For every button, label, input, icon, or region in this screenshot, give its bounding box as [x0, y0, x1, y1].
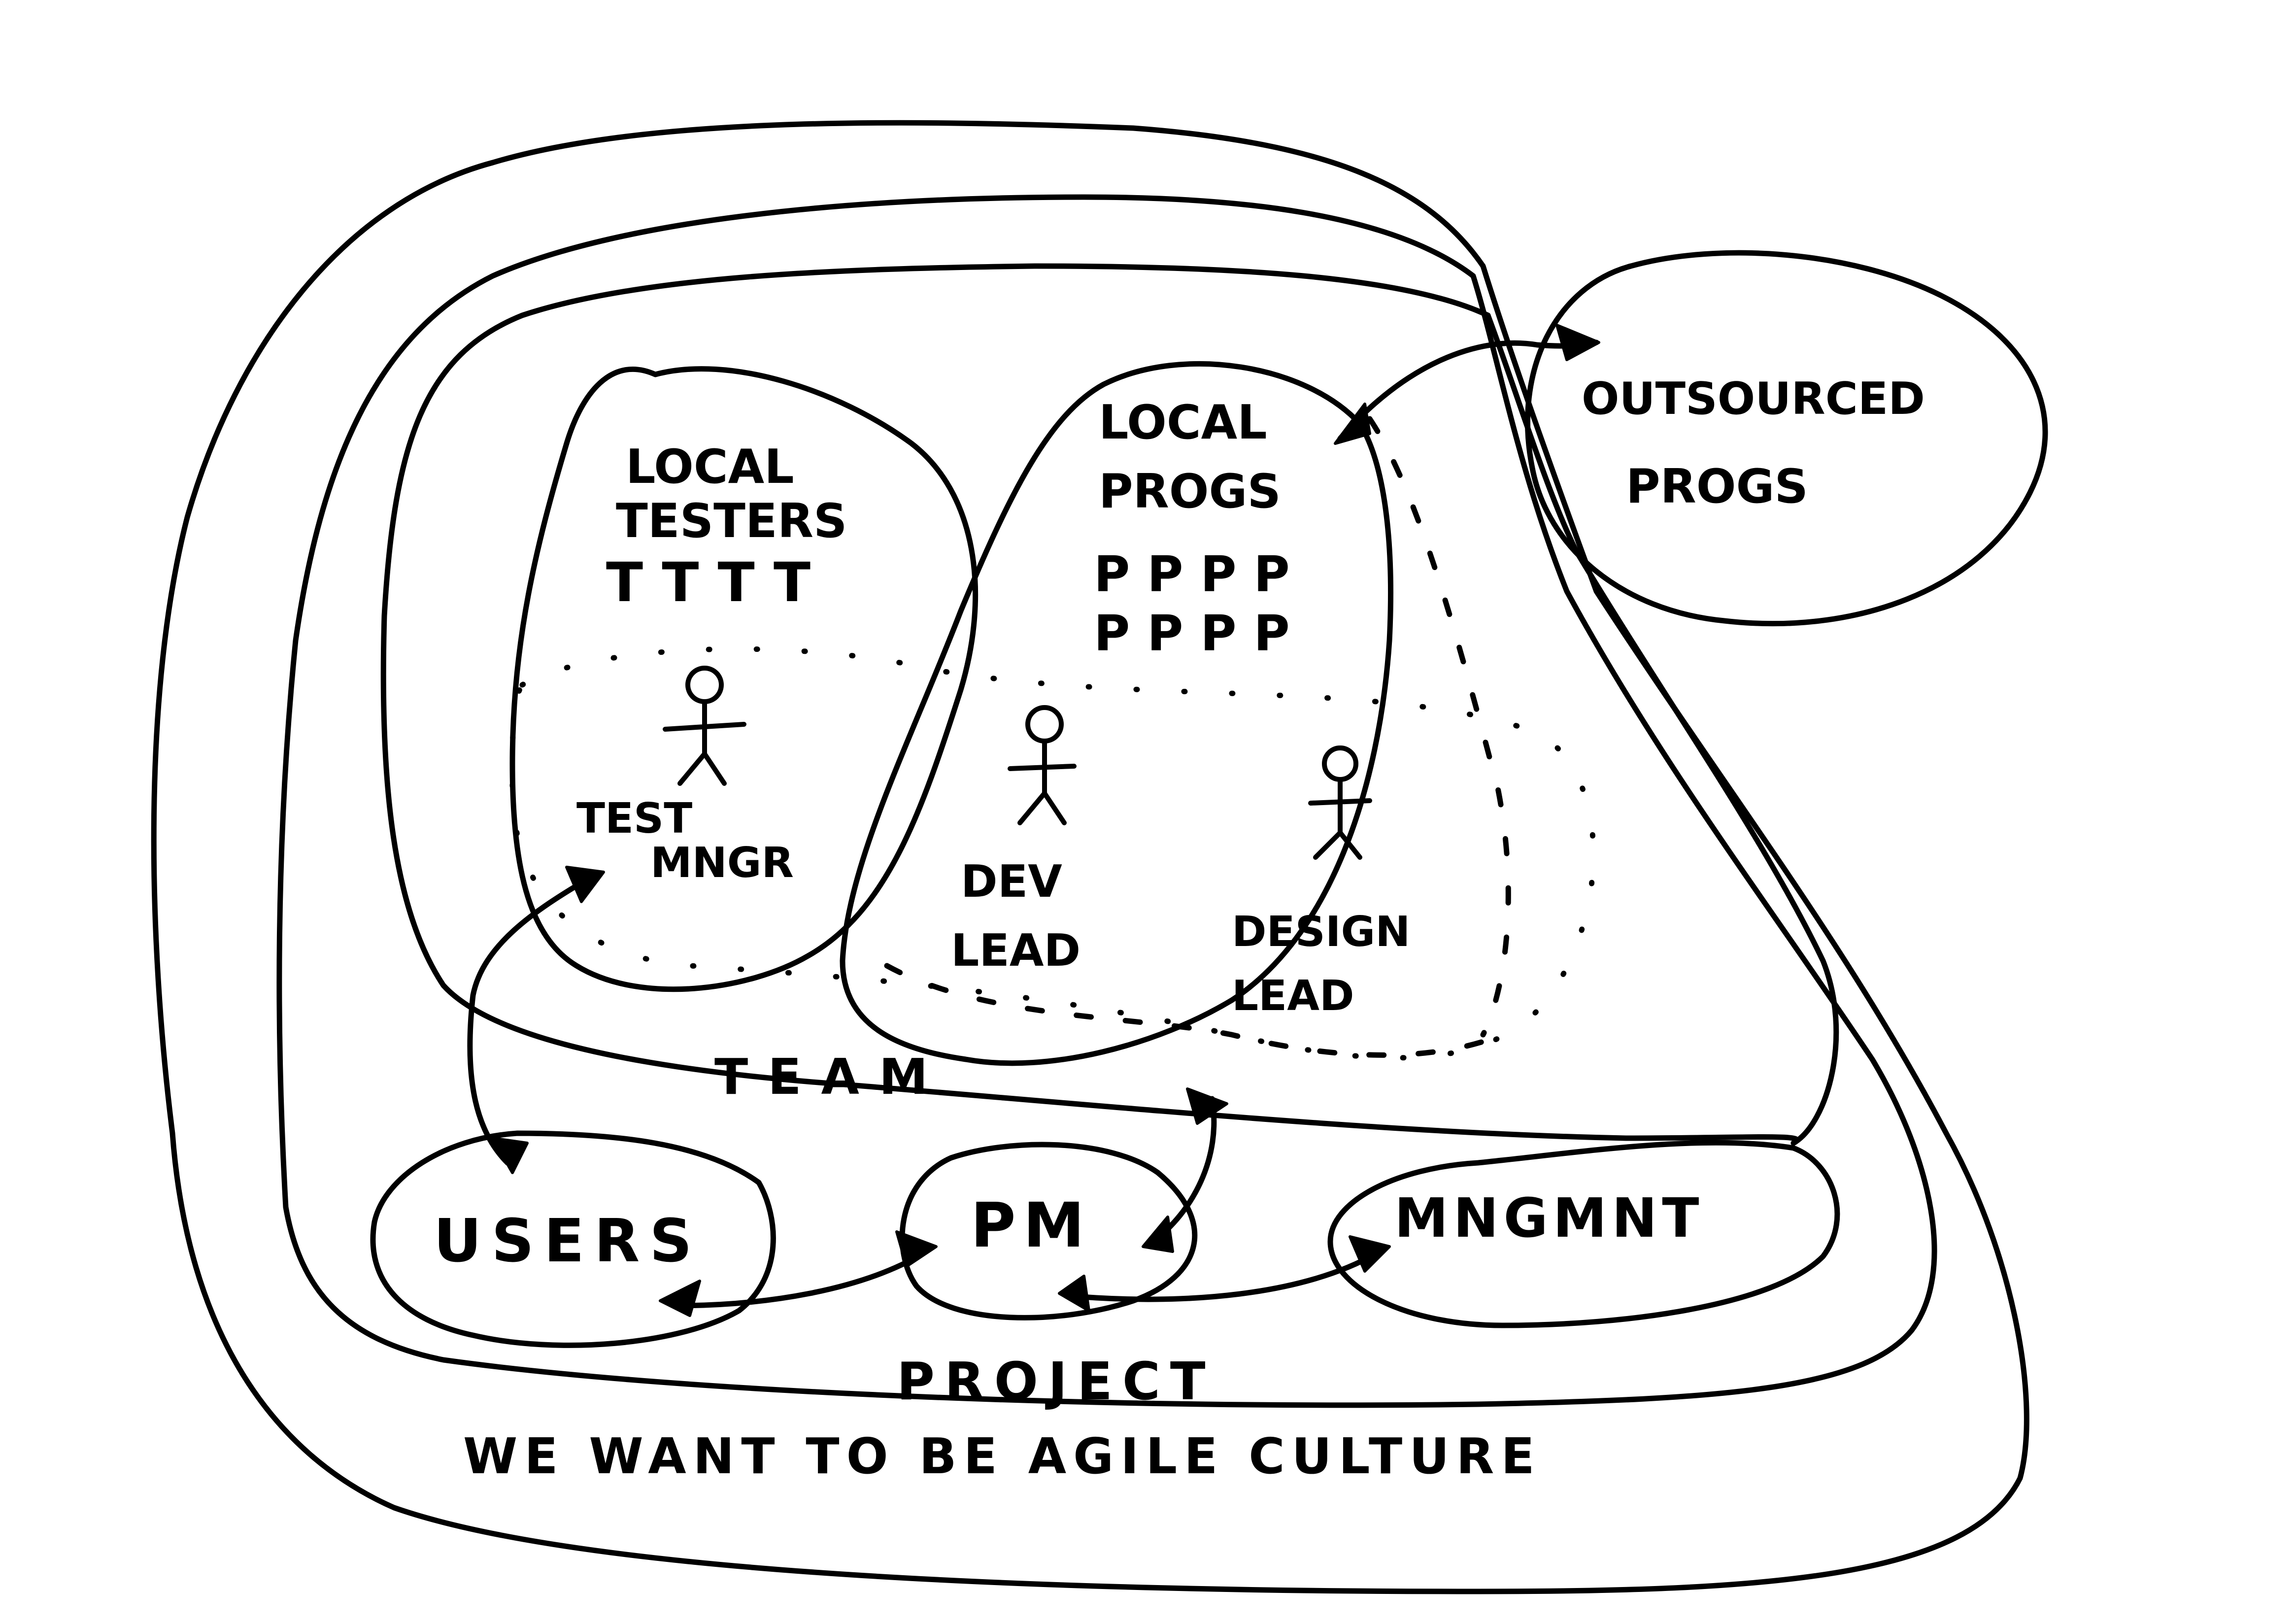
svg-text:LEAD: LEAD — [951, 925, 1080, 977]
project-boundary — [276, 194, 1937, 1408]
arrow-pm-dev-lead — [1142, 1087, 1228, 1253]
svg-text:PROGS: PROGS — [1626, 460, 1808, 514]
svg-text:P P P P: P P P P — [1094, 605, 1290, 662]
svg-text:P P P P: P P P P — [1094, 545, 1290, 603]
svg-text:LOCAL: LOCAL — [1099, 396, 1267, 450]
users-label: USERS — [434, 1207, 702, 1276]
users-blob — [370, 1130, 776, 1348]
test-manager-label: TEST MNGR — [576, 794, 794, 887]
dev-lead-figure — [1008, 705, 1077, 825]
dev-lead-label: DEV LEAD — [951, 856, 1080, 977]
svg-text:T T T T: T T T T — [606, 551, 810, 614]
svg-text:PROGS: PROGS — [1099, 465, 1281, 519]
svg-text:TEST: TEST — [576, 794, 692, 843]
project-label: PROJECT — [897, 1352, 1216, 1412]
team-boundary — [380, 263, 1800, 1146]
team-boundary-inner — [1485, 312, 1839, 1146]
local-progs-label: LOCAL PROGS P P P P P P P P — [1094, 396, 1290, 662]
test-manager-figure — [663, 666, 746, 786]
svg-text:LEAD: LEAD — [1232, 972, 1354, 1020]
management-blob — [1327, 1140, 1840, 1328]
culture-label: WE WANT TO BE AGILE CULTURE — [463, 1427, 1542, 1485]
local-testers-blob — [509, 366, 979, 992]
arrow-users-test-manager — [467, 866, 605, 1174]
culture-boundary — [151, 120, 2029, 1594]
svg-text:OUTSOURCED: OUTSOURCED — [1582, 373, 1925, 425]
arrow-outsourced-local-progs — [1334, 324, 1600, 445]
arrow-users-pm — [659, 1230, 938, 1317]
pm-blob — [899, 1142, 1198, 1320]
svg-text:DESIGN: DESIGN — [1232, 908, 1410, 956]
arrow-pm-management — [1058, 1235, 1391, 1312]
local-progs-blob — [840, 361, 1393, 1066]
svg-text:DEV: DEV — [961, 856, 1062, 908]
svg-text:MNGR: MNGR — [650, 839, 794, 887]
design-lead-label: DESIGN LEAD — [1232, 908, 1410, 1020]
leads-group-dashed — [884, 963, 1506, 1058]
management-label: MNGMNT — [1394, 1186, 1704, 1250]
team-label: TEAM — [714, 1048, 947, 1106]
svg-text:LOCAL: LOCAL — [626, 440, 794, 494]
svg-text:TESTERS: TESTERS — [616, 494, 847, 548]
outsourced-progs-label: OUTSOURCED PROGS — [1582, 373, 1925, 514]
leads-group-dashed-right — [1367, 416, 1511, 1038]
design-lead-figure — [1308, 745, 1372, 860]
local-testers-label: LOCAL TESTERS T T T T — [606, 440, 847, 614]
outsourced-progs-blob — [1525, 250, 2048, 627]
pm-label: PM — [971, 1190, 1092, 1261]
